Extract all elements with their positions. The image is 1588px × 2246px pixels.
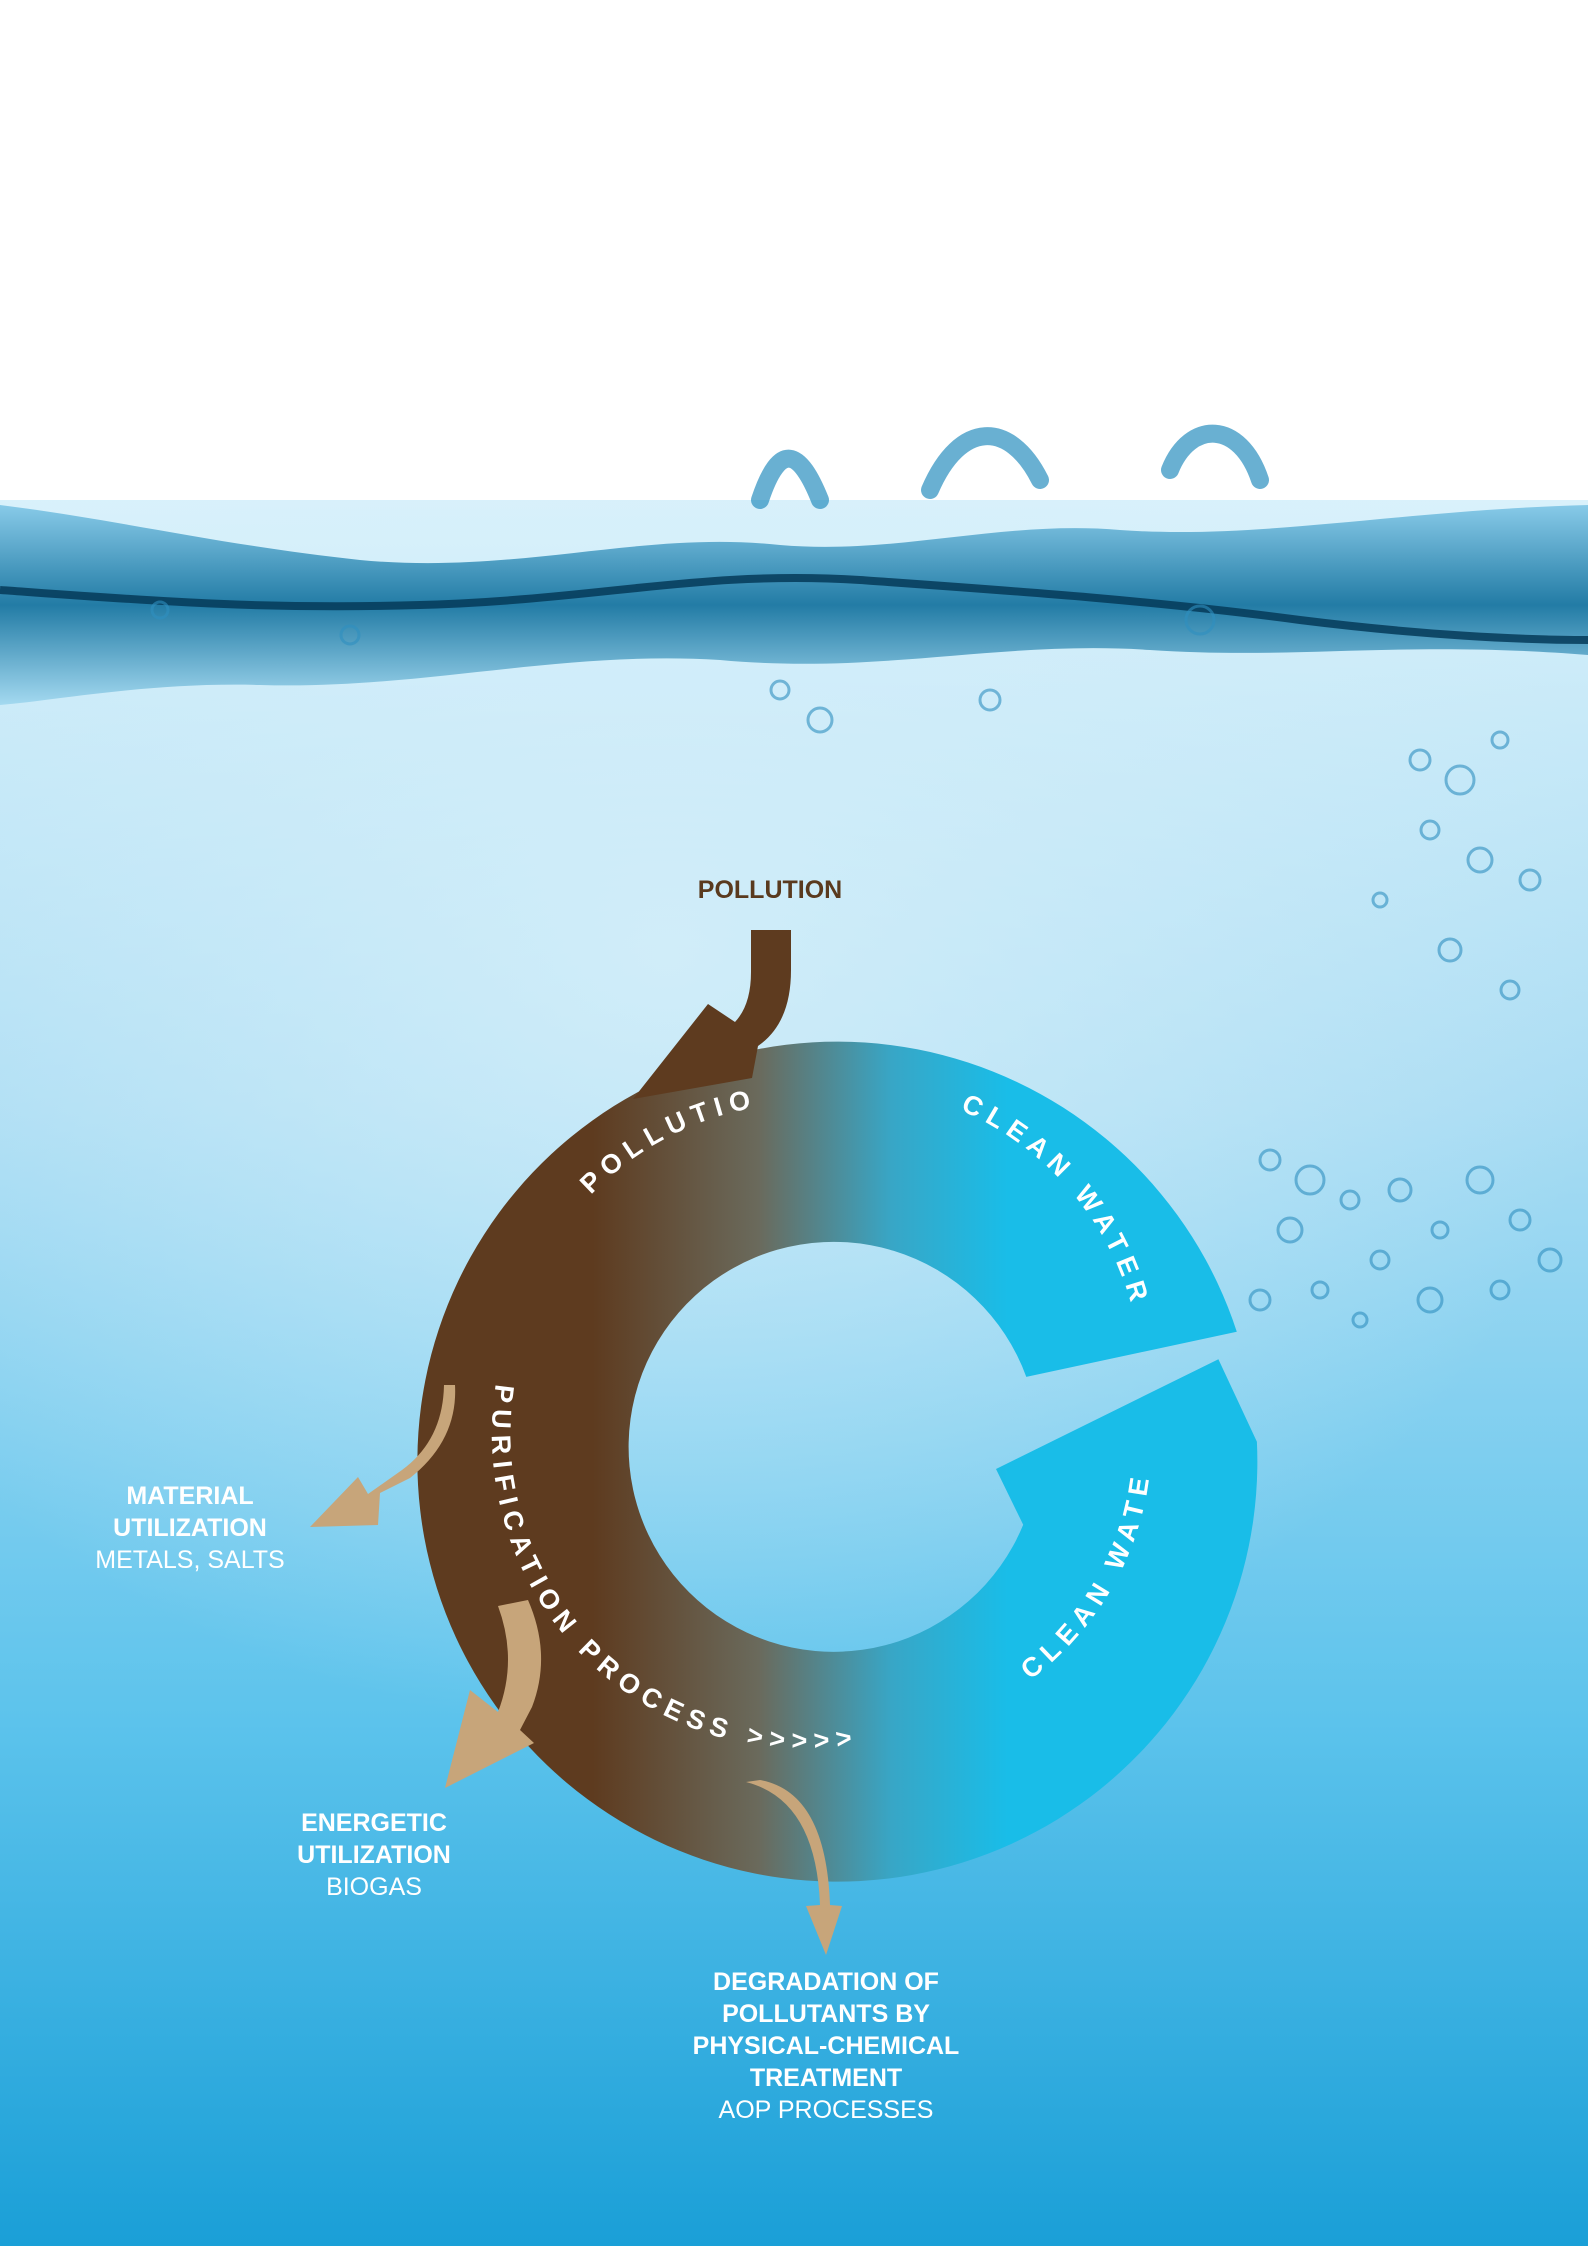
purification-ring bbox=[417, 1041, 1258, 1882]
output-title-line: MATERIAL bbox=[126, 1482, 254, 1510]
output-title-line: POLLUTANTS BY bbox=[722, 2000, 930, 2028]
splash-crest bbox=[751, 424, 1269, 509]
output-title-line: DEGRADATION OF bbox=[713, 1968, 939, 1996]
output-title-line: UTILIZATION bbox=[297, 1841, 451, 1869]
surface-line bbox=[0, 573, 1588, 644]
output-title-line: TREATMENT bbox=[749, 2064, 903, 2092]
material-output-arrow bbox=[310, 1385, 456, 1527]
water-surface bbox=[0, 505, 1588, 705]
output-title-line: PHYSICAL-CHEMICAL bbox=[692, 2032, 960, 2060]
degradation-output-arrow bbox=[746, 1780, 842, 1955]
energetic-output-arrow bbox=[445, 1600, 542, 1788]
pollution-input-label: POLLUTION bbox=[697, 876, 843, 904]
output-material-utilization: MATERIAL UTILIZATION METALS, SALTS bbox=[40, 1480, 340, 1576]
output-degradation: DEGRADATION OF POLLUTANTS BY PHYSICAL-CH… bbox=[646, 1966, 1006, 2126]
output-title-line: UTILIZATION bbox=[113, 1514, 267, 1542]
output-title-line: ENERGETIC bbox=[301, 1809, 447, 1837]
output-subtitle: METALS, SALTS bbox=[95, 1546, 285, 1574]
pollution-input-arrow bbox=[633, 930, 791, 1099]
bubbles bbox=[150, 600, 1563, 1329]
output-subtitle: BIOGAS bbox=[326, 1873, 422, 1901]
output-subtitle: AOP PROCESSES bbox=[718, 2096, 934, 2124]
output-energetic-utilization: ENERGETIC UTILIZATION BIOGAS bbox=[224, 1807, 524, 1903]
